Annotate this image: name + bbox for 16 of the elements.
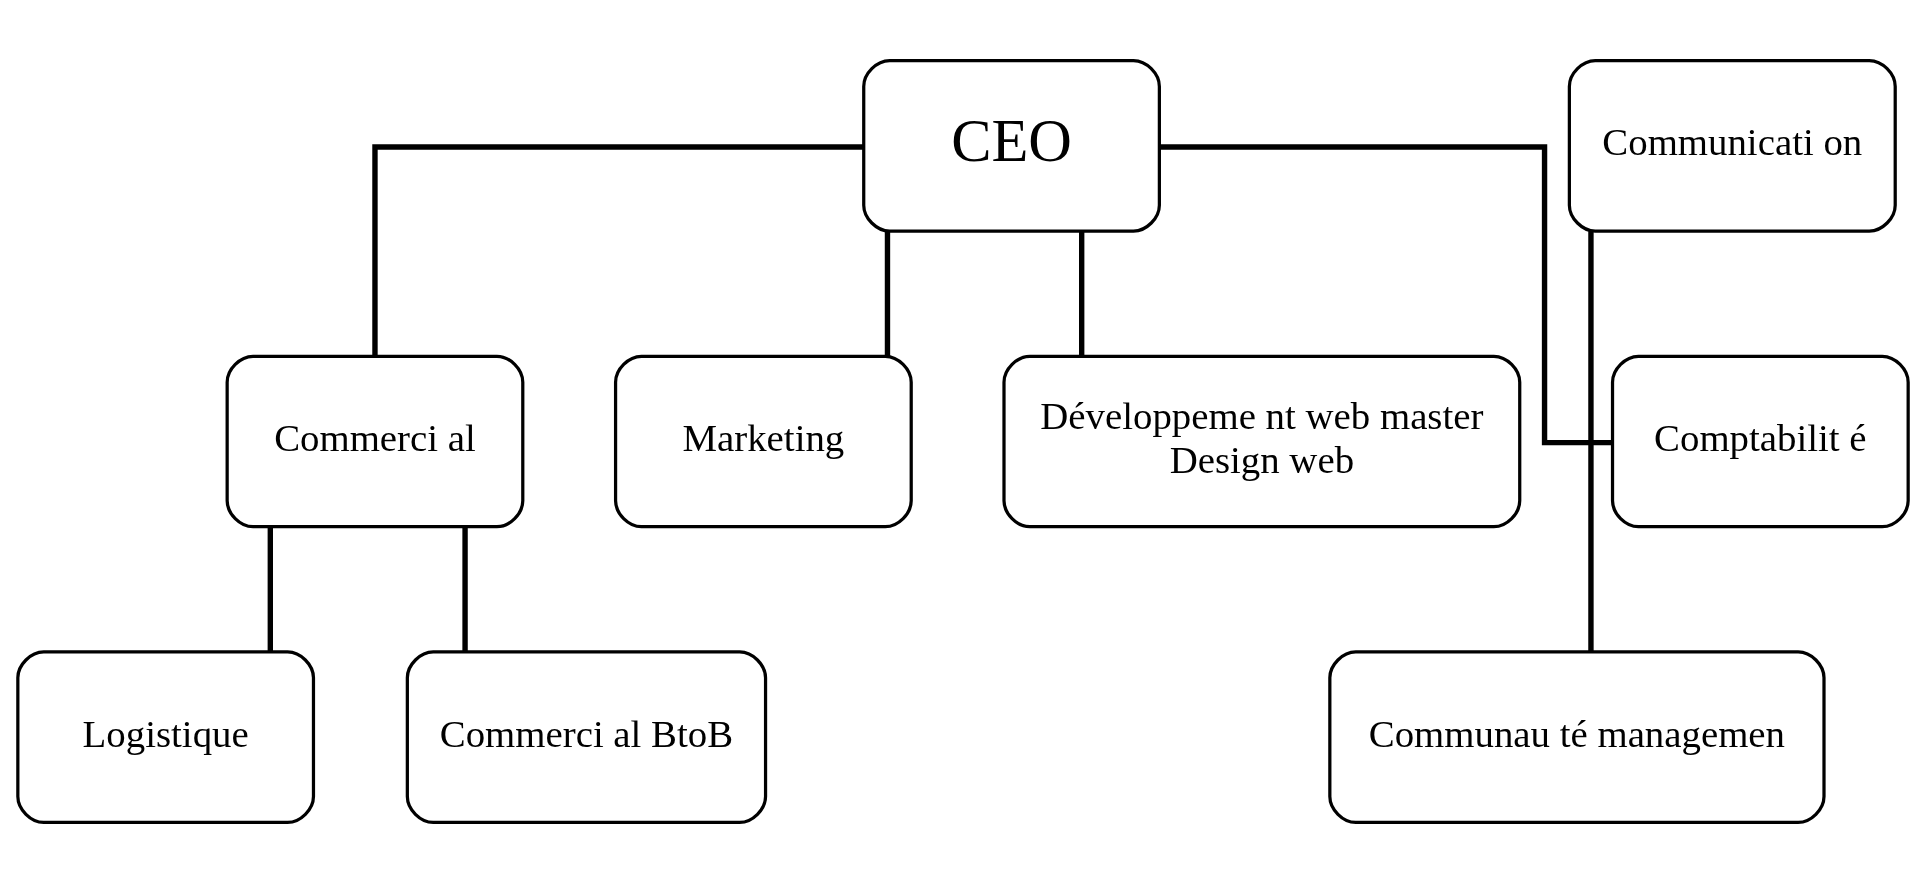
connector — [1079, 230, 1085, 356]
node-box: Commerci al — [225, 354, 525, 528]
node-box: Comptabilit é — [1610, 354, 1910, 528]
connector — [1160, 143, 1613, 445]
node-box: Développeme nt web master Design web — [1002, 354, 1522, 528]
node-box: Communau té managemen — [1328, 649, 1826, 824]
connector — [884, 230, 891, 356]
node-box: Logistique — [16, 649, 316, 824]
node-box: CEO — [862, 58, 1161, 233]
node-box: Communicati on — [1567, 58, 1897, 233]
node-box: Marketing — [613, 354, 913, 528]
connector — [1588, 230, 1594, 652]
node-box: Commerci al BtoB — [405, 649, 768, 824]
connector — [267, 526, 273, 652]
connector — [462, 526, 468, 652]
connector — [372, 143, 864, 355]
